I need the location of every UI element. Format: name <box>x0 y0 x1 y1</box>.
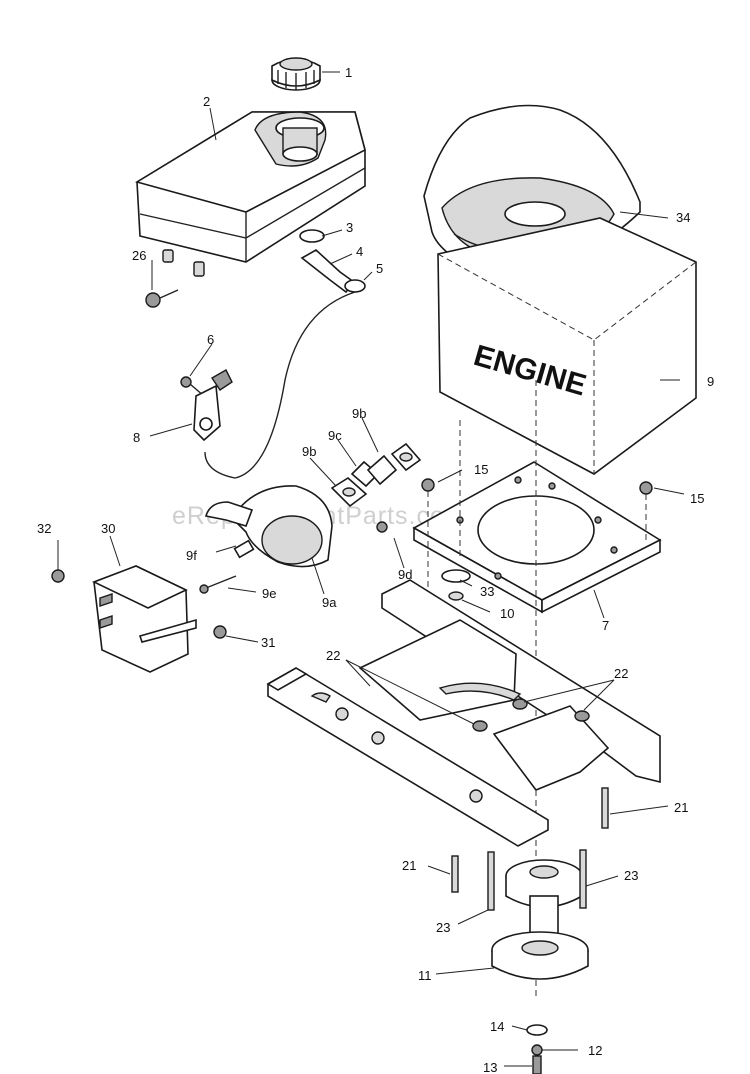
callout-33: 33 <box>480 584 494 599</box>
callout-5: 5 <box>376 261 383 276</box>
callout-8: 8 <box>133 430 140 445</box>
frame-nuts-22 <box>472 698 590 732</box>
callout-4: 4 <box>356 244 363 259</box>
callout-9b-left: 9b <box>302 444 316 459</box>
screw-26 <box>145 289 179 308</box>
callout-14: 14 <box>490 1019 504 1034</box>
guard-screws <box>51 569 227 639</box>
callout-26: 26 <box>132 248 146 263</box>
engine-pulley <box>491 859 589 980</box>
muffler <box>204 485 333 568</box>
callout-22-left: 22 <box>326 648 340 663</box>
throttle-cable <box>204 291 356 479</box>
callout-32: 32 <box>37 521 51 536</box>
callout-9b-top: 9b <box>352 406 366 421</box>
callout-21-right: 21 <box>674 800 688 815</box>
callout-15-right: 15 <box>690 491 704 506</box>
callout-6: 6 <box>207 332 214 347</box>
exhaust-gaskets <box>330 442 422 508</box>
callout-22-right: 22 <box>614 666 628 681</box>
callout-11: 11 <box>418 968 432 983</box>
callout-9e: 9e <box>262 586 276 601</box>
callout-1: 1 <box>345 65 352 80</box>
washer-33 <box>441 569 471 601</box>
callout-7: 7 <box>602 618 609 633</box>
leader-lines <box>57 71 685 1067</box>
muffler-screw <box>199 521 388 594</box>
callout-9a: 9a <box>322 595 337 610</box>
tractor-frame <box>266 579 661 847</box>
callout-30: 30 <box>101 521 115 536</box>
callout-15-left: 15 <box>474 462 488 477</box>
callout-31: 31 <box>261 635 275 650</box>
throttle-control <box>180 369 233 442</box>
muffler-guard <box>91 565 197 673</box>
fuel-tank <box>135 111 366 277</box>
callout-13: 13 <box>483 1060 497 1074</box>
engine-block: ENGINE <box>437 217 697 475</box>
engine-mounting-plate <box>412 461 662 614</box>
callout-12: 12 <box>588 1043 602 1058</box>
fuel-hose <box>299 229 366 294</box>
bolts-21-23 <box>451 787 609 911</box>
callout-23-right: 23 <box>624 868 638 883</box>
callout-9d: 9d <box>398 567 412 582</box>
callout-23-left: 23 <box>436 920 450 935</box>
callout-2: 2 <box>203 94 210 109</box>
callout-34: 34 <box>676 210 690 225</box>
callout-9: 9 <box>707 374 714 389</box>
callout-9c: 9c <box>328 428 342 443</box>
callout-3: 3 <box>346 220 353 235</box>
callout-21-left: 21 <box>402 858 416 873</box>
fuel-cap <box>271 57 321 91</box>
callout-9f: 9f <box>186 548 197 563</box>
callout-10: 10 <box>500 606 514 621</box>
engine-bolts <box>421 478 653 640</box>
